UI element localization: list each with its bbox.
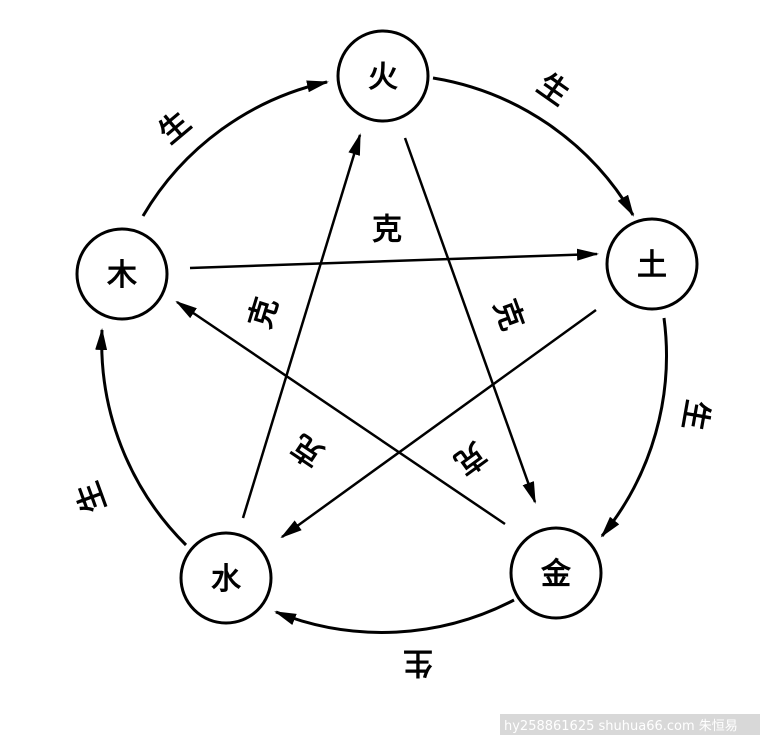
line-wood-to-earth [189, 248, 599, 270]
node-metal: 金 [509, 526, 603, 620]
label-restrain-water-fire: 克 [243, 294, 285, 333]
watermark-text: hy258861625 shuhua66.com 朱恒易 [504, 719, 738, 734]
label-generate-wood-fire: 生 [152, 105, 197, 151]
arc-metal-to-water [274, 598, 515, 634]
node-wood-label: 木 [106, 258, 137, 293]
arc-fire-to-earth [432, 76, 635, 217]
generation-cycle [95, 76, 668, 634]
node-water-label: 水 [211, 562, 242, 597]
line-earth-to-water [280, 308, 597, 539]
node-fire-label: 火 [368, 60, 398, 95]
label-generate-water-wood: 生 [70, 477, 113, 517]
node-wood: 木 [75, 227, 169, 321]
label-restrain-earth-water: 克 [448, 435, 493, 481]
line-metal-to-wood [175, 300, 506, 526]
arc-water-to-wood [95, 328, 188, 547]
label-restrain-wood-earth: 克 [372, 213, 402, 248]
label-generate-metal-water: 生 [403, 645, 433, 680]
line-water-to-fire [241, 133, 362, 519]
label-restrain-fire-metal: 克 [486, 295, 529, 335]
restraint-star [175, 133, 599, 539]
arc-earth-to-metal [600, 317, 668, 538]
line-fire-to-metal [403, 137, 537, 504]
arc-wood-to-fire [141, 80, 329, 217]
node-metal-label: 金 [540, 557, 572, 592]
label-generate-fire-earth: 生 [531, 67, 576, 113]
node-earth-label: 土 [637, 248, 667, 283]
node-earth: 土 [605, 217, 699, 311]
watermark-bar [500, 714, 760, 735]
label-generate-earth-metal: 生 [675, 397, 715, 433]
label-restrain-metal-wood: 克 [286, 427, 330, 473]
node-water: 水 [179, 531, 273, 625]
node-fire: 火 [336, 29, 430, 123]
